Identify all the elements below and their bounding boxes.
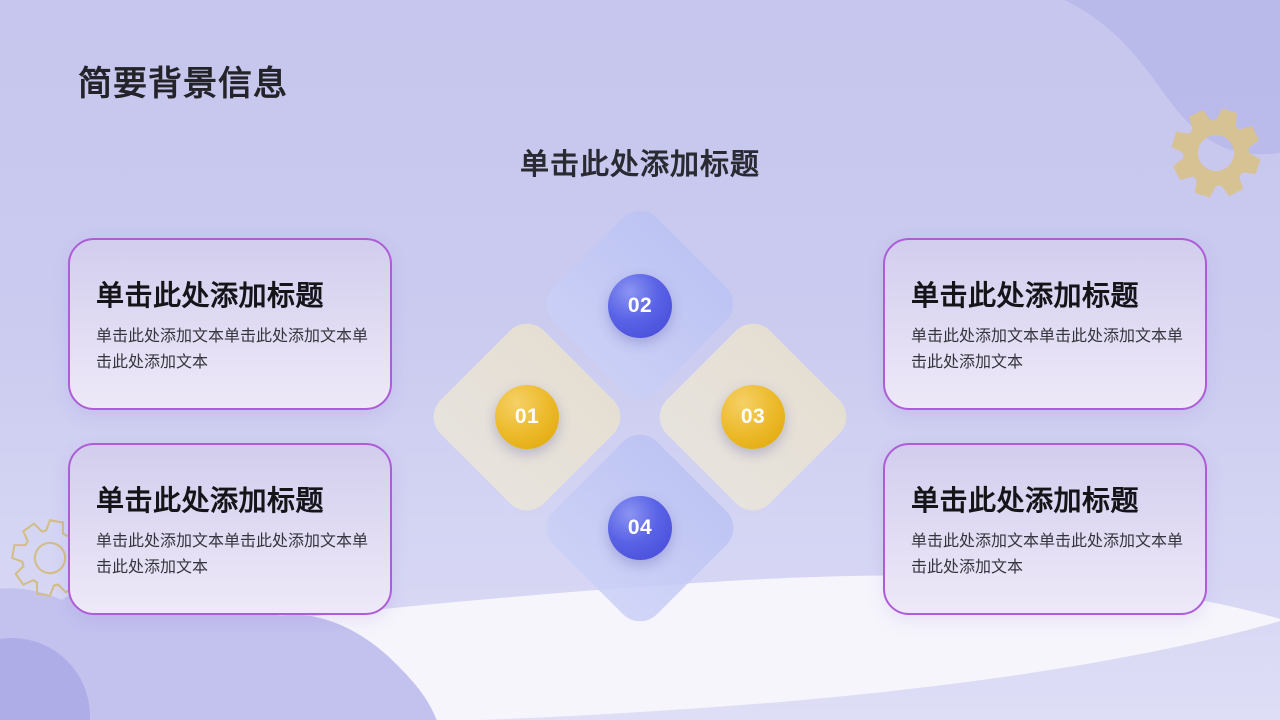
- step-number: 02: [627, 294, 653, 317]
- step-number: 03: [740, 405, 766, 428]
- page-title: 简要背景信息: [78, 65, 288, 103]
- corner-blob-top-right: [1064, 0, 1280, 155]
- card-body: 单击此处添加文本单击此处添加文本单击此处添加文本: [96, 533, 369, 576]
- step-badge-03: 03: [721, 385, 785, 449]
- step-number: 04: [627, 516, 653, 539]
- placeholder-card-bottom-left[interactable]: 单击此处添加标题 单击此处添加文本单击此处添加文本单击此处添加文本: [68, 443, 392, 615]
- step-badge-01: 01: [495, 385, 559, 449]
- step-number: 01: [514, 405, 540, 428]
- card-title: 单击此处添加标题: [96, 280, 325, 311]
- card-body: 单击此处添加文本单击此处添加文本单击此处添加文本: [96, 328, 369, 371]
- placeholder-card-bottom-right[interactable]: 单击此处添加标题 单击此处添加文本单击此处添加文本单击此处添加文本: [883, 443, 1207, 615]
- diagram-title-placeholder[interactable]: 单击此处添加标题: [519, 149, 760, 181]
- card-title: 单击此处添加标题: [911, 280, 1140, 311]
- card-body: 单击此处添加文本单击此处添加文本单击此处添加文本: [911, 533, 1184, 576]
- step-badge-02: 02: [608, 274, 672, 338]
- corner-circle-bottom-left: [0, 638, 90, 720]
- card-body: 单击此处添加文本单击此处添加文本单击此处添加文本: [911, 328, 1184, 371]
- step-badge-04: 04: [608, 496, 672, 560]
- placeholder-card-top-left[interactable]: 单击此处添加标题 单击此处添加文本单击此处添加文本单击此处添加文本: [68, 238, 392, 410]
- card-title: 单击此处添加标题: [96, 485, 325, 516]
- card-title: 单击此处添加标题: [911, 485, 1140, 516]
- placeholder-card-top-right[interactable]: 单击此处添加标题 单击此处添加文本单击此处添加文本单击此处添加文本: [883, 238, 1207, 410]
